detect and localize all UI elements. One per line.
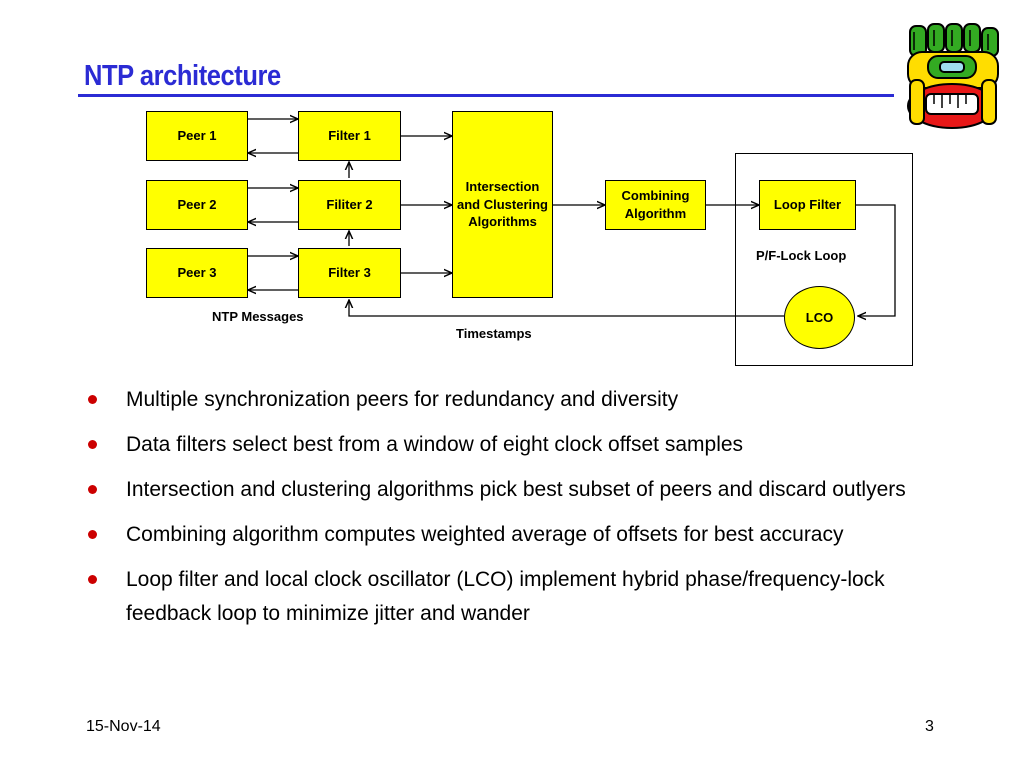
ntp-diagram-connectors: [0, 0, 896, 380]
filter-3-box: Filter 3: [298, 248, 401, 298]
title-underline: [78, 94, 894, 97]
arrow-lco-to-filter3: [349, 300, 784, 317]
combining-algorithm-box: Combining Algorithm: [605, 180, 706, 230]
filter-1-box: Filter 1: [298, 111, 401, 161]
filter-2-box: Filiter 2: [298, 180, 401, 230]
arrow-loopfilter-to-lco: [856, 204, 896, 316]
pf-lock-loop-label: P/F-Lock Loop: [756, 248, 847, 263]
bullet-dot-icon: [88, 440, 97, 449]
loop-filter-box: Loop Filter: [759, 180, 856, 230]
peer-2-box: Peer 2: [146, 180, 248, 230]
ntp-messages-label: NTP Messages: [212, 309, 304, 324]
bullet-item: Combining algorithm computes weighted av…: [88, 518, 918, 552]
slide-title: NTP architecture: [84, 60, 281, 92]
bullet-item: Multiple synchronization peers for redun…: [88, 383, 918, 417]
mayan-glyph-logo: [907, 23, 999, 129]
bullet-item: Loop filter and local clock oscillator (…: [88, 563, 918, 631]
page-number: 3: [925, 718, 934, 735]
bullet-item: Data filters select best from a window o…: [88, 428, 918, 462]
intersection-clustering-box: Intersection and Clustering Algorithms: [452, 111, 553, 298]
lco-circle: LCO: [784, 286, 855, 349]
timestamps-label: Timestamps: [456, 326, 532, 341]
bullet-list: Multiple synchronization peers for redun…: [88, 383, 918, 642]
pf-lock-loop-frame: [735, 153, 913, 366]
bullet-dot-icon: [88, 575, 97, 584]
bullet-item: Intersection and clustering algorithms p…: [88, 473, 918, 507]
footer-date: 15-Nov-14: [86, 718, 161, 735]
peer-1-box: Peer 1: [146, 111, 248, 161]
bullet-dot-icon: [88, 395, 97, 404]
bullet-dot-icon: [88, 530, 97, 539]
bullet-dot-icon: [88, 485, 97, 494]
peer-3-box: Peer 3: [146, 248, 248, 298]
